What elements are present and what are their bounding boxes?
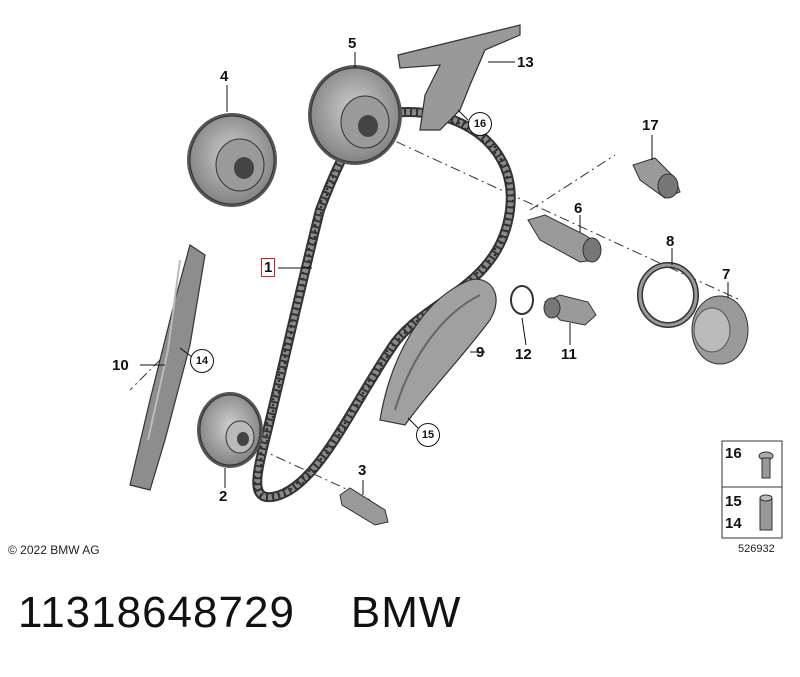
hardware-legend-box: [721, 440, 783, 539]
callout-16-circled: 16: [468, 112, 492, 136]
cover-flange: [691, 295, 749, 365]
callout-14-circled: 14: [190, 349, 214, 373]
callout-8: 8: [666, 233, 675, 250]
callout-15-circled: 15: [416, 423, 440, 447]
brand-name: BMW: [350, 588, 462, 637]
callout-7: 7: [722, 266, 731, 283]
o-ring: [510, 285, 534, 315]
camshaft-gear-exhaust: [308, 65, 402, 165]
callout-1-label: 1: [260, 258, 276, 277]
leader-lines: [140, 52, 729, 495]
sleeve-15-icon: [759, 494, 773, 531]
bolt: [339, 487, 389, 526]
callout-2: 2: [219, 488, 228, 505]
timing-chain: [252, 107, 516, 502]
screw-16-icon: [758, 451, 774, 479]
seal-ring: [637, 262, 699, 328]
part-number: 11318648729: [18, 588, 295, 637]
callout-17: 17: [642, 117, 659, 134]
part-caption: 11318648729 BMW: [18, 588, 461, 638]
camshaft-gear-intake: [187, 113, 277, 207]
diagram-number: 526932: [738, 543, 775, 555]
legend-number-14: 14: [725, 515, 742, 532]
crankshaft-sprocket: [197, 392, 263, 468]
callout-6: 6: [574, 200, 583, 217]
callout-11: 11: [561, 346, 577, 363]
legend-number-16: 16: [725, 445, 742, 462]
legend-number-15: 15: [725, 493, 742, 510]
callout-10: 10: [112, 357, 129, 374]
central-bolt: [527, 214, 602, 263]
chain-guide-bracket: [397, 24, 521, 131]
callout-4: 4: [220, 68, 229, 85]
callout-9: 9: [476, 344, 485, 361]
chain-tensioner: [543, 294, 597, 326]
callout-3: 3: [358, 462, 367, 479]
tensioner-rail: [379, 278, 497, 426]
callout-1-highlighted: 1: [260, 258, 276, 277]
solenoid-valve: [632, 157, 681, 199]
callout-13: 13: [517, 54, 534, 71]
guide-rail: [129, 244, 206, 491]
callout-12: 12: [515, 346, 532, 363]
callout-5: 5: [348, 35, 357, 52]
copyright-notice: © 2022 BMW AG: [8, 543, 100, 557]
